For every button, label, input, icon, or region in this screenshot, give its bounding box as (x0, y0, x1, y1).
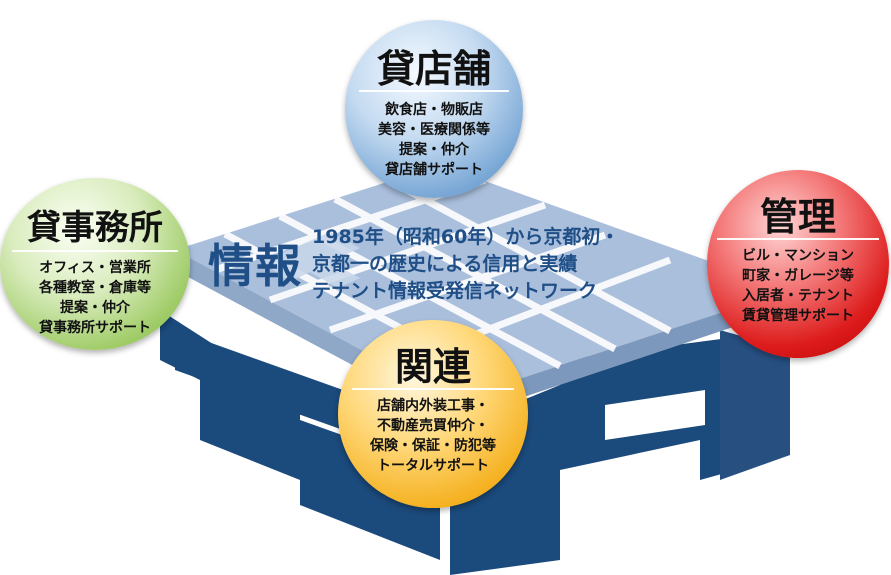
bubble-item: 町家・ガレージ等 (742, 268, 854, 284)
platform-tp-emboss (262, 232, 360, 288)
bubble-divider (12, 250, 178, 252)
bubble-item: 貸事務所サポート (39, 320, 151, 336)
bubble-item: 入居者・テナント (742, 288, 854, 304)
logo-right-edge (720, 330, 790, 480)
center-line: 京都一の歴史による信用と実績 (312, 253, 578, 275)
bubble-divider (352, 388, 514, 390)
bubble-store: 貸店舗 飲食店・物販店 美容・医療関係等 提案・仲介 貸店舗サポート (345, 20, 523, 198)
bubble-divider (359, 90, 509, 92)
logo-t-base (300, 420, 440, 560)
bubble-item: 飲食店・物販店 (385, 102, 483, 118)
bubble-item: 賃貸管理サポート (742, 308, 854, 324)
bubble-item: 店舗内外装工事・ (377, 398, 489, 414)
bubble-item: 提案・仲介 (60, 300, 130, 316)
platform-top (175, 165, 790, 400)
bubble-store-title: 貸店舗 (376, 47, 491, 91)
bubble-item: 各種教室・倉庫等 (39, 280, 151, 296)
bubble-related: 関連 店舗内外装工事・ 不動産売買仲介・ 保険・保証・防犯等 トータルサポート (338, 320, 528, 508)
bubble-item: トータルサポート (377, 458, 489, 474)
logo-p-inner (605, 390, 705, 440)
bubble-store-items: 飲食店・物販店 美容・医療関係等 提案・仲介 貸店舗サポート (345, 100, 523, 180)
bubble-office: 貸事務所 オフィス・営業所 各種教室・倉庫等 提案・仲介 貸事務所サポート (0, 178, 190, 350)
bubble-item: オフィス・営業所 (39, 260, 151, 276)
bubble-manage-items: ビル・マンション 町家・ガレージ等 入居者・テナント 賃貸管理サポート (707, 246, 889, 326)
center-line: 1985年（昭和60年）から京都初・ (312, 226, 620, 248)
bubble-item: 提案・仲介 (399, 142, 469, 158)
center-title: 情報 (208, 239, 302, 293)
bubble-office-title: 貸事務所 (27, 208, 163, 248)
bubble-office-items: オフィス・営業所 各種教室・倉庫等 提案・仲介 貸事務所サポート (0, 258, 190, 338)
center-line: テナント情報受発信ネットワーク (312, 280, 598, 302)
bubble-divider (717, 238, 879, 240)
bubble-related-title: 関連 (394, 345, 471, 389)
bubble-manage-title: 管理 (759, 195, 836, 239)
bubble-item: 貸店舗サポート (385, 162, 483, 178)
bubble-related-items: 店舗内外装工事・ 不動産売買仲介・ 保険・保証・防犯等 トータルサポート (338, 396, 528, 476)
center-description: 1985年（昭和60年）から京都初・ 京都一の歴史による信用と実績 テナント情報… (312, 224, 692, 305)
bubble-item: ビル・マンション (742, 248, 854, 264)
bubble-item: 美容・医療関係等 (378, 122, 490, 138)
bubble-item: 保険・保証・防犯等 (370, 438, 496, 454)
bubble-manage: 管理 ビル・マンション 町家・ガレージ等 入居者・テナント 賃貸管理サポート (707, 170, 889, 358)
bubble-item: 不動産売買仲介・ (377, 418, 489, 434)
platform-right-edge (455, 290, 790, 420)
